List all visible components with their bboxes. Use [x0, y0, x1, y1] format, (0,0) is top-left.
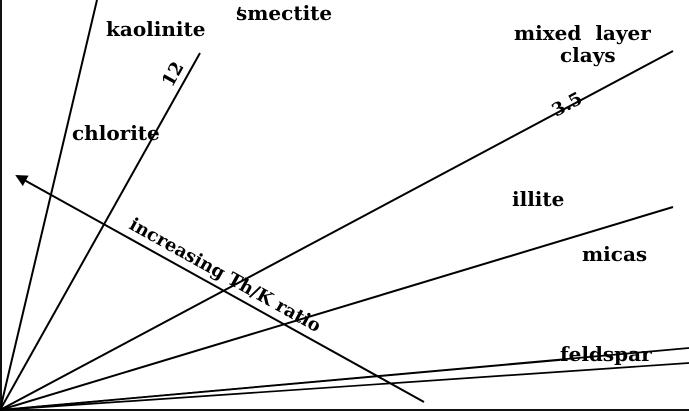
kaolinite-boundary-line [0, 0, 98, 411]
feldspar-inner-line [0, 359, 561, 411]
ratio-12-line [0, 52, 201, 411]
smectite-tick-mark [237, 6, 241, 14]
illite-micas-boundary-line [0, 206, 674, 411]
increasing-ratio-label: increasing Th/K ratio [126, 214, 325, 337]
kaolinite-label: kaolinite [106, 17, 205, 41]
chlorite-label: chlorite [72, 121, 160, 145]
ratio-3-5-line [0, 50, 674, 411]
increasing-ratio-arrow [15, 175, 425, 403]
ratio-12-label: 12 [158, 58, 189, 90]
micas-label: micas [582, 242, 647, 266]
feldspar-lower-line [0, 362, 689, 411]
mixed-layer-label: mixed layer [514, 21, 651, 45]
ratio-3-5-label: 3.5 [548, 88, 586, 121]
feldspar-label: feldspar [560, 342, 652, 366]
illite-label: illite [512, 187, 564, 211]
smectite-label: smectite [236, 1, 332, 25]
clays-label: clays [560, 43, 616, 67]
